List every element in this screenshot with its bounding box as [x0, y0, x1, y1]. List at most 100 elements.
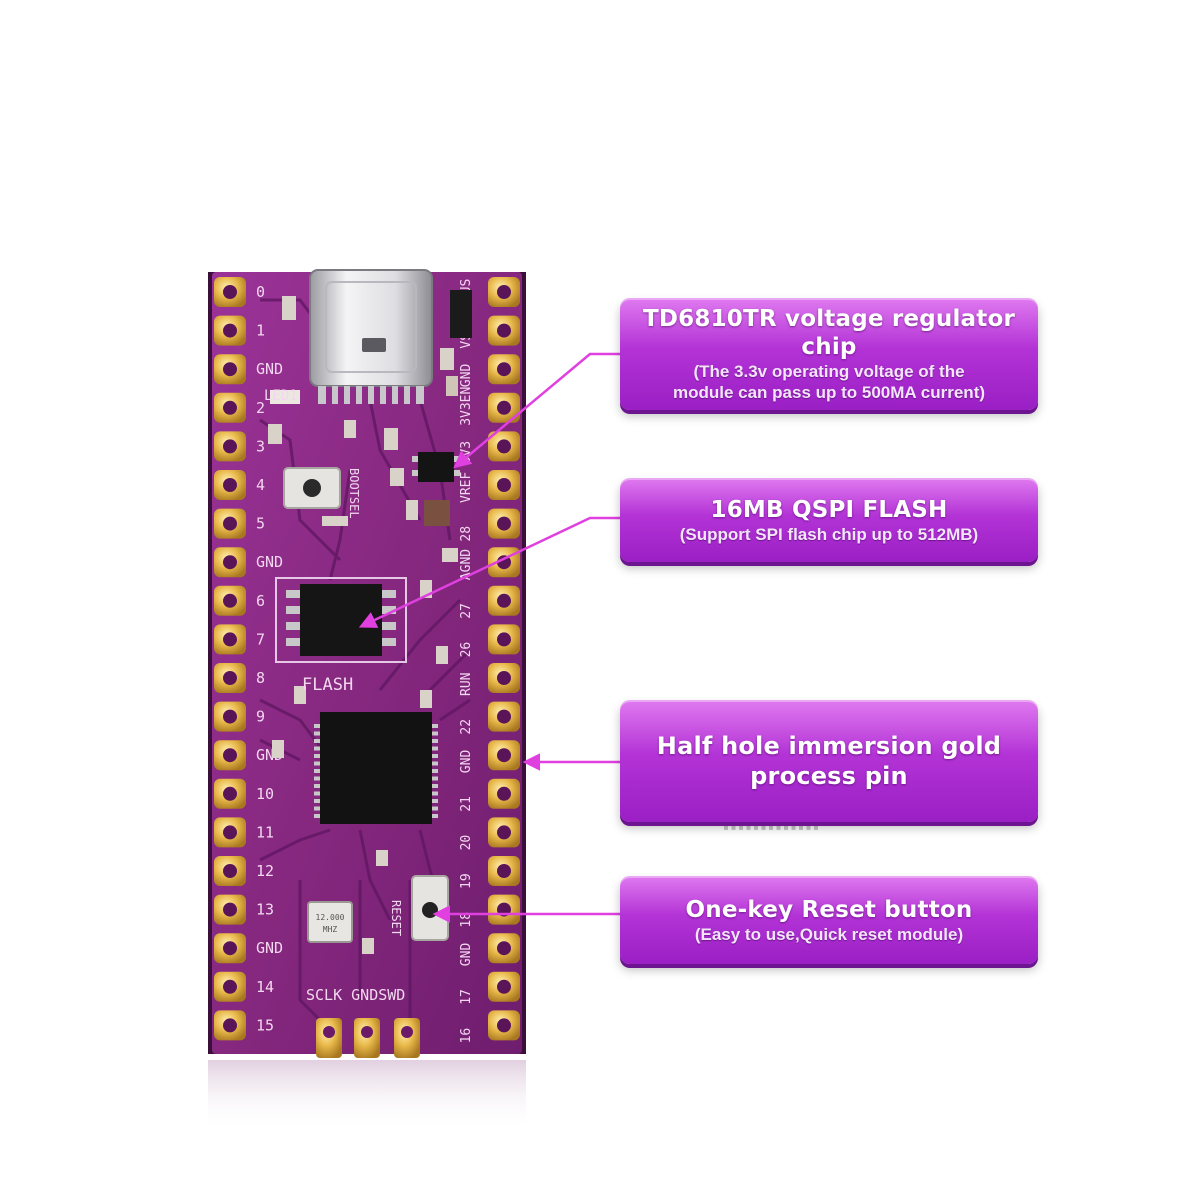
- left-pad: [214, 971, 246, 1002]
- arrow-flash: [358, 516, 620, 628]
- right-pad: [488, 585, 520, 616]
- left-pin-label: 6: [256, 592, 265, 610]
- right-pad: [488, 392, 520, 423]
- right-pin-label: RUN: [459, 673, 474, 696]
- right-pin-labels: VBUSVSYSGND3V3EN3V3VREF28AGND2726RUN22GN…: [459, 279, 474, 1044]
- right-pin-label: GND: [459, 943, 474, 967]
- right-pad: [488, 778, 520, 809]
- right-pad: [488, 701, 520, 732]
- usb-c-connector: [309, 269, 433, 404]
- left-pad: [214, 778, 246, 809]
- callout-qspi-flash: 16MB QSPI FLASH (Support SPI flash chip …: [620, 478, 1038, 562]
- crystal-label-2: MHZ: [323, 925, 338, 934]
- left-pad: [214, 508, 246, 539]
- left-pin-label: 0: [256, 283, 265, 301]
- right-pin-label: 16: [459, 1028, 474, 1044]
- right-pin-label: 3V3EN: [459, 387, 474, 426]
- reset-label: RESET: [389, 900, 403, 936]
- callout-pins-line-1: Half hole immersion gold: [656, 732, 1002, 760]
- right-pad: [488, 470, 520, 500]
- left-pad: [214, 470, 246, 500]
- bootsel-label: BOOTSEL: [347, 468, 361, 519]
- debug-pads: [316, 1018, 420, 1058]
- crystal-label-1: 12.000: [316, 913, 345, 922]
- left-pad: [214, 933, 246, 964]
- right-pad: [488, 856, 520, 886]
- left-pin-label: 13: [256, 901, 274, 919]
- right-pin-label: 27: [459, 603, 474, 619]
- right-pad: [488, 354, 520, 385]
- left-pad: [214, 894, 246, 925]
- callout-reset-title: One-key Reset button: [685, 896, 973, 923]
- callout-flash-line-1: (Support SPI flash chip up to 512MB): [679, 524, 979, 544]
- left-pad: [214, 431, 246, 462]
- left-pin-label: 12: [256, 862, 274, 880]
- left-pin-pads: [214, 277, 246, 1041]
- right-pad: [488, 971, 520, 1002]
- left-pad: [214, 663, 246, 693]
- left-pin-label: GND: [256, 939, 283, 957]
- left-pin-label: GND: [256, 553, 283, 571]
- board-reflection: [208, 1060, 526, 1130]
- callout-regulator-line-2: module can pass up to 500MA current): [672, 383, 986, 402]
- left-pad: [214, 315, 246, 346]
- right-pad: [488, 933, 520, 964]
- right-pin-label: 20: [459, 835, 474, 851]
- left-pin-label: 2: [256, 399, 265, 417]
- left-pin-label: 1: [256, 322, 265, 340]
- bootsel-button: [283, 467, 341, 509]
- right-pin-label: AGND: [459, 549, 474, 580]
- right-pin-label: 21: [459, 796, 474, 812]
- left-pad: [214, 701, 246, 732]
- right-pad: [488, 315, 520, 346]
- right-pad: [488, 663, 520, 693]
- left-pad: [214, 585, 246, 616]
- flash-label: FLASH: [302, 675, 353, 695]
- reset-button: [411, 875, 449, 941]
- voltage-regulator-chip: [412, 452, 460, 482]
- right-pad: [488, 817, 520, 848]
- callout-voltage-regulator: TD6810TR voltage regulator chip (The 3.3…: [620, 298, 1038, 410]
- left-pad: [214, 354, 246, 385]
- left-pad: [214, 624, 246, 655]
- callout-regulator-title: TD6810TR voltage regulator chip: [643, 306, 1015, 360]
- callout-regulator-line-1: (The 3.3v operating voltage of the: [693, 362, 965, 381]
- right-pin-label: VREF: [459, 472, 474, 503]
- right-pin-label: 28: [459, 526, 474, 542]
- right-pad: [488, 277, 520, 307]
- right-pad: [488, 624, 520, 655]
- debug-label: SCLK GNDSWD: [306, 986, 405, 1004]
- left-pad: [214, 856, 246, 886]
- right-pad: [488, 431, 520, 462]
- left-pad: [214, 547, 246, 578]
- callout-reset-button: One-key Reset button (Easy to use,Quick …: [620, 876, 1038, 964]
- callout-flash-title: 16MB QSPI FLASH: [710, 496, 948, 523]
- left-pin-label: GND: [256, 360, 283, 378]
- left-pad: [214, 392, 246, 423]
- pointer-arrows: [358, 352, 620, 923]
- left-pin-label: 15: [256, 1016, 274, 1034]
- right-pin-label: 19: [459, 873, 474, 889]
- left-pin-label: 10: [256, 785, 274, 803]
- crystal-oscillator: 12.000 MHZ: [307, 901, 353, 943]
- right-pin-label: 22: [459, 719, 474, 735]
- right-pin-label: 26: [459, 642, 474, 658]
- left-pin-label: 9: [256, 708, 265, 726]
- right-pad: [488, 740, 520, 771]
- right-pin-label: GND: [459, 750, 474, 774]
- right-pad: [488, 894, 520, 925]
- left-pin-label: 3: [256, 437, 265, 455]
- right-pin-label: GND: [459, 364, 474, 388]
- left-pin-label: 11: [256, 823, 274, 841]
- right-pad: [488, 547, 520, 578]
- left-pin-label: 7: [256, 630, 265, 648]
- left-pin-label: 4: [256, 476, 265, 494]
- right-pin-pads: [488, 277, 520, 1041]
- right-pad: [488, 508, 520, 539]
- arrow-regulator: [453, 352, 620, 469]
- left-pad: [214, 740, 246, 771]
- left-pin-label: 8: [256, 669, 265, 687]
- left-pad: [214, 277, 246, 307]
- callout-half-hole-pins: Half hole immersion gold process pin: [620, 700, 1038, 822]
